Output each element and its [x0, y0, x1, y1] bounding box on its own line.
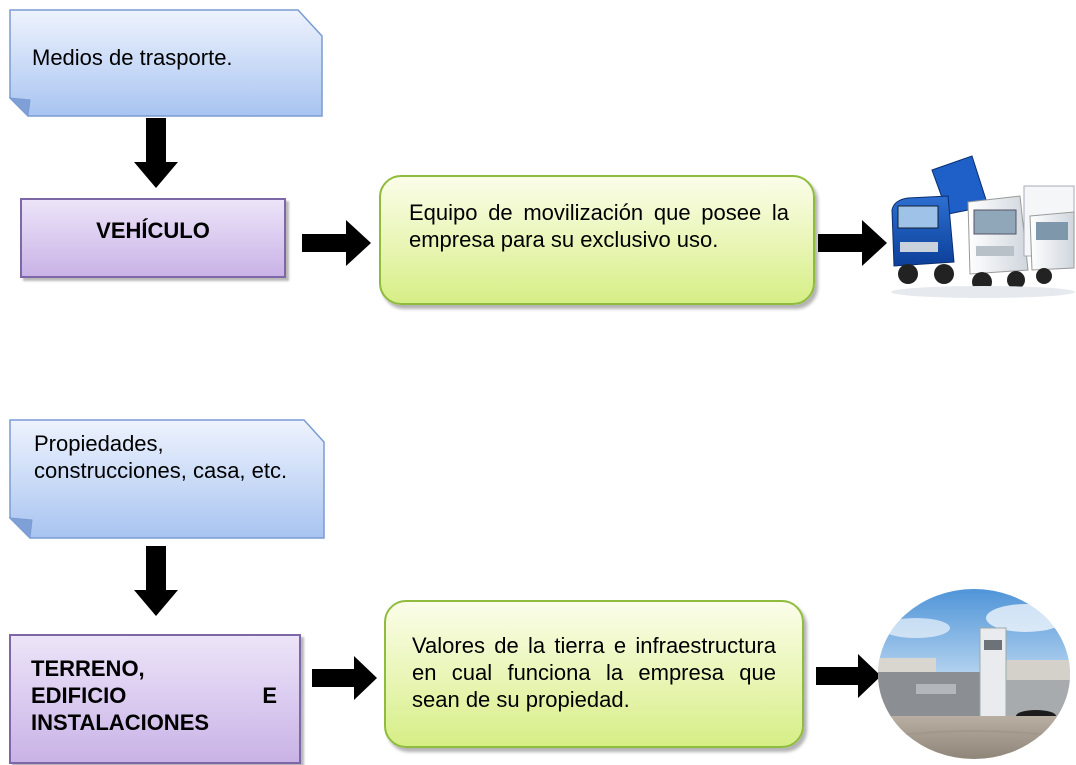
- category-label-line: TERRENO,: [31, 656, 145, 681]
- right-arrow-icon: [312, 656, 377, 700]
- note-propiedades: Propiedades, construcciones, casa, etc.: [8, 418, 326, 542]
- note-medios-de-trasporte: Medios de trasporte.: [8, 8, 326, 120]
- note-text: Medios de trasporte.: [32, 45, 233, 70]
- note-text: Propiedades, construcciones, casa, etc.: [34, 431, 288, 483]
- category-label-line: INSTALACIONES: [31, 710, 210, 735]
- truck-fleet-image: [891, 155, 1075, 298]
- right-arrow-icon: [302, 220, 371, 266]
- description-box-vehiculo: Equipo de movilización que posee la empr…: [379, 175, 815, 305]
- category-label: VEHÍCULO: [96, 218, 210, 243]
- category-box-vehiculo: VEHÍCULO: [20, 198, 286, 278]
- description-box-terreno: Valores de la tierra e infraestructura e…: [384, 600, 804, 748]
- category-label-line: E: [262, 683, 277, 708]
- down-arrow-icon: [134, 546, 178, 616]
- category-label-line: EDIFICIO: [31, 683, 127, 708]
- down-arrow-icon: [134, 118, 178, 188]
- right-arrow-icon: [818, 220, 887, 266]
- description-text: Valores de la tierra e infraestructura e…: [412, 633, 776, 712]
- right-arrow-icon: [816, 654, 881, 698]
- building-facility-image: [878, 589, 1070, 759]
- description-text: Equipo de movilización que posee la empr…: [409, 200, 789, 252]
- category-box-terreno: TERRENO, EDIFICIO E INSTALACIONES: [9, 634, 301, 764]
